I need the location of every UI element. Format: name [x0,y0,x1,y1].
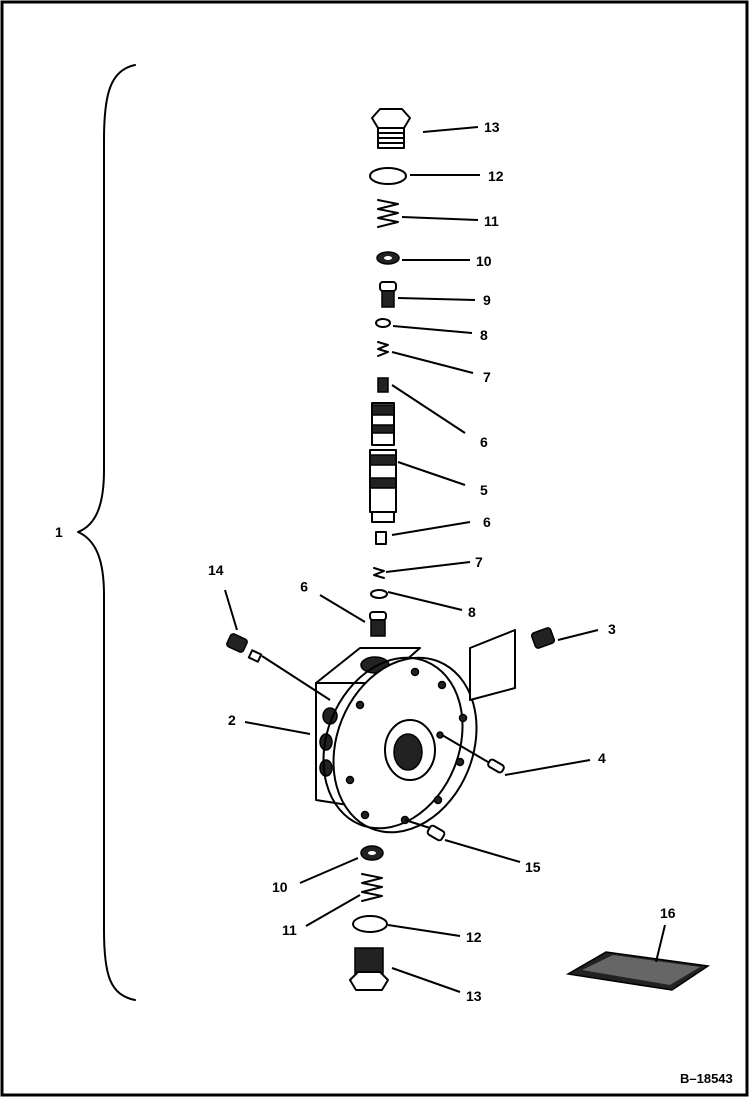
callout-6-upper: 6 [480,434,488,450]
assembly-brace [77,64,136,1001]
fitting-lower [375,531,387,545]
callout-11-upper: 11 [484,213,499,229]
o-ring-small-lower [370,589,388,599]
spool-sleeve-upper [371,402,395,446]
cap-right [469,627,556,701]
callout-2: 2 [228,712,236,728]
poppet-lower [369,611,387,637]
poppet-upper [379,281,397,308]
leader-lines [224,126,666,993]
callout-9-upper: 9 [483,292,491,308]
o-ring-small-upper [375,318,391,328]
spring-small-lower [373,567,385,579]
dowel-pin-4 [487,758,505,774]
callout-11-lower: 11 [282,922,297,938]
dowel-pin-15 [426,824,446,842]
document-id: B–18543 [680,1071,733,1086]
fitting-left [226,633,263,663]
callout-15: 15 [525,859,541,875]
fitting-upper [377,377,389,393]
plug-upper [371,108,411,149]
callout-4: 4 [598,750,606,766]
spring-lower [361,873,383,902]
spring-small-upper [377,341,389,357]
valve-body [315,647,478,834]
plug-lower [349,947,389,991]
callout-12-upper: 12 [488,168,504,184]
callout-7-upper: 7 [483,369,491,385]
callout-1: 1 [55,524,63,540]
callout-13-lower: 13 [466,988,482,1004]
callout-3: 3 [608,621,616,637]
callout-8-upper: 8 [480,327,488,343]
washer-upper [376,251,400,265]
callout-9-lower: 9 [300,579,308,595]
o-ring-upper [369,167,407,185]
callout-5: 5 [480,482,488,498]
callout-8-lower: 8 [468,604,476,620]
washer-lower [360,845,384,861]
o-ring-lower [352,915,388,933]
callout-7-lower: 7 [475,554,483,570]
callout-labels: 1 2 3 4 5 6 6 7 7 8 8 9 9 10 10 11 11 12… [55,119,676,1004]
callout-14: 14 [208,562,224,578]
callout-13-upper: 13 [484,119,500,135]
spool-sleeve-lower [369,449,397,523]
callout-6-lower: 6 [483,514,491,530]
callout-12-lower: 12 [466,929,482,945]
callout-10-upper: 10 [476,253,492,269]
callout-16: 16 [660,905,676,921]
seal-kit-sheet [565,951,711,991]
spring-upper [377,199,399,228]
callout-10-lower: 10 [272,879,288,895]
